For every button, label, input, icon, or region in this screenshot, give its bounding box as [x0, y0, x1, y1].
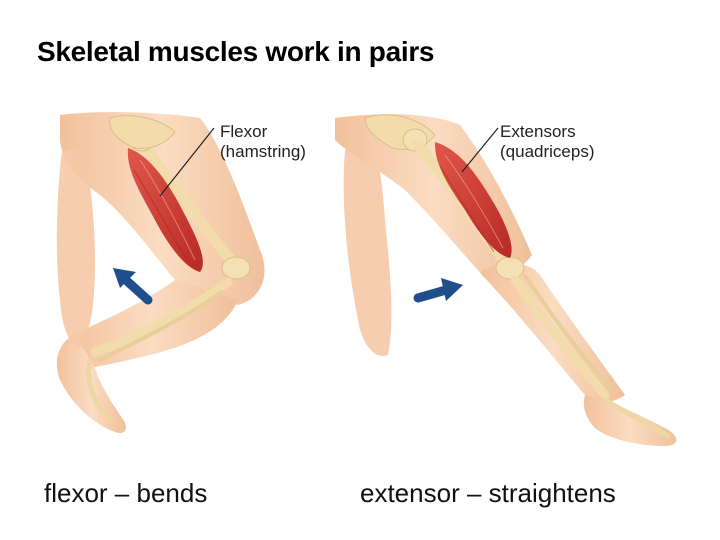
tibia-bone: [90, 277, 233, 357]
extensor-caption: extensor – straightens: [360, 478, 616, 508]
extensor-label-name: Extensors: [500, 122, 576, 141]
bent-leg-figure: [56, 112, 265, 434]
flexor-label-name: Flexor: [220, 122, 268, 141]
support-leg-skin: [56, 150, 95, 348]
flexor-caption: flexor – bends: [44, 478, 208, 508]
extensor-label: Extensors (quadriceps): [500, 122, 595, 162]
flexor-leader-line: [159, 127, 215, 197]
page-title: Skeletal muscles work in pairs: [37, 36, 435, 67]
extensor-label-muscle: (quadriceps): [500, 142, 595, 161]
straighten-arrow-icon: [413, 278, 463, 303]
straight-leg-figure: [335, 114, 677, 446]
bend-arrow-icon: [113, 268, 153, 305]
fibula-bone-2: [523, 274, 614, 392]
foot-bones: [85, 357, 113, 423]
hamstring-muscle: [127, 148, 203, 272]
knee-joint: [221, 256, 251, 280]
flexor-label-muscle: (hamstring): [220, 142, 306, 161]
knee-joint-2: [495, 256, 525, 280]
pelvis-bone: [109, 115, 176, 149]
foot-skin-2: [583, 395, 677, 446]
tibia-bone-2: [510, 275, 610, 400]
flexor-label: Flexor (hamstring): [220, 122, 306, 162]
extensor-leader-line: [461, 127, 499, 173]
support-leg-skin-2: [343, 130, 392, 356]
foot-bones-2: [602, 397, 671, 439]
fibula-bone: [98, 290, 224, 362]
